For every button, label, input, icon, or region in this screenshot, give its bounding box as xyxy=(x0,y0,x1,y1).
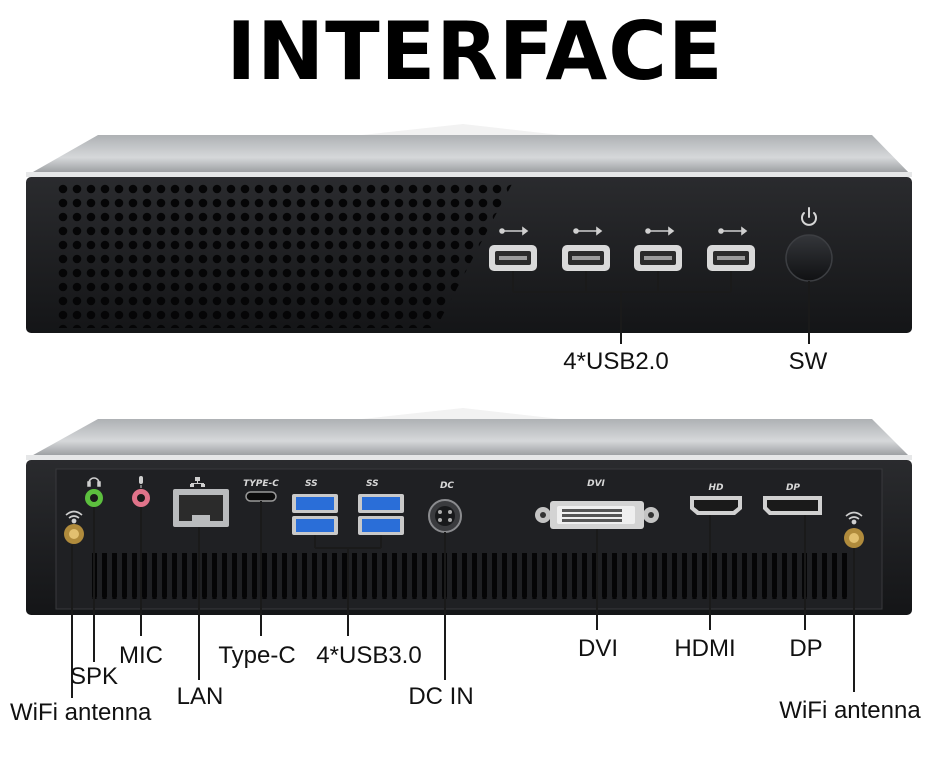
usb-symbol-icon xyxy=(499,226,748,236)
usb2-port xyxy=(707,245,755,271)
case-edge-front xyxy=(26,172,912,177)
mic-icon xyxy=(139,476,143,488)
label-spk: SPK xyxy=(70,663,118,690)
usb3-port-group xyxy=(292,494,404,535)
case-top-front xyxy=(26,135,912,176)
headphone-icon xyxy=(87,477,101,487)
wifi-icon xyxy=(65,510,83,524)
wifi-antenna-connector-right xyxy=(844,528,864,548)
front-callout-lines xyxy=(512,271,810,344)
typec-marking: TYPE-C xyxy=(243,479,279,489)
usb2-port xyxy=(489,245,537,271)
hd-marking: HD xyxy=(708,483,724,493)
dc-marking: DC xyxy=(440,481,454,491)
label-dp: DP xyxy=(789,635,822,662)
label-typec: Type-C xyxy=(218,642,295,669)
label-dc-in: DC IN xyxy=(408,683,473,710)
vent-grille-front xyxy=(56,184,512,328)
top-highlight-front xyxy=(362,124,560,135)
dp-port xyxy=(763,496,822,515)
rear-unit: TYPE-C SS SS DC DVI xyxy=(26,408,912,615)
label-lan: LAN xyxy=(177,683,224,710)
label-wifi-antenna-left: WiFi antenna xyxy=(10,699,152,726)
vent-slots-rear xyxy=(90,553,850,599)
label-hdmi: HDMI xyxy=(674,635,735,662)
power-icon xyxy=(801,207,817,226)
usb2-label: 4*USB2.0 xyxy=(563,348,668,375)
dvi-marking: DVI xyxy=(587,479,605,489)
dp-marking: DP xyxy=(786,483,800,493)
label-dvi: DVI xyxy=(578,635,618,662)
rear-callout-lines xyxy=(71,501,855,698)
usb2-port xyxy=(562,245,610,271)
label-wifi-antenna-right: WiFi antenna xyxy=(779,697,921,724)
top-highlight-rear xyxy=(362,408,560,419)
page-title: INTERFACE xyxy=(226,5,724,98)
dvi-port xyxy=(535,501,659,529)
usb2-port-group xyxy=(489,226,755,271)
hdmi-port xyxy=(690,496,742,515)
usb2-port xyxy=(634,245,682,271)
wifi-icon xyxy=(845,511,863,525)
power-switch-label: SW xyxy=(789,348,828,375)
case-top-rear xyxy=(26,419,912,459)
network-icon xyxy=(190,477,205,487)
label-usb3: 4*USB3.0 xyxy=(316,642,421,669)
ss-marking-1: SS xyxy=(305,479,318,489)
typec-port xyxy=(245,491,277,502)
wifi-antenna-connector-left xyxy=(64,524,84,544)
label-mic: MIC xyxy=(119,642,163,669)
case-edge-rear xyxy=(26,455,912,460)
ss-marking-2: SS xyxy=(366,479,379,489)
power-button xyxy=(785,234,833,282)
front-unit xyxy=(26,124,912,333)
